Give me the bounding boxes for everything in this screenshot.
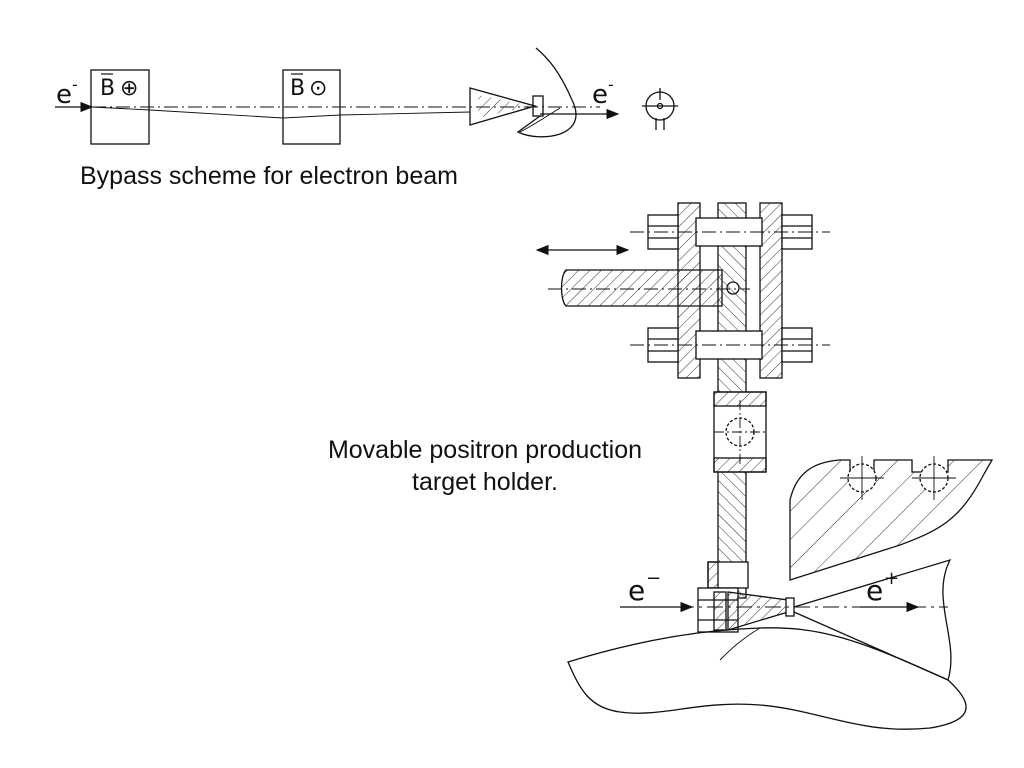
beam-in-label: e (56, 80, 72, 110)
holder-beam-in-sign: − (646, 568, 661, 589)
bearing (713, 391, 767, 473)
top-bolt (630, 214, 830, 250)
housing-block (789, 459, 994, 581)
frame-plate-left (677, 202, 701, 379)
bypass-caption: Bypass scheme for electron beam (80, 162, 458, 190)
target-holder-drawing: e − e + (535, 202, 994, 730)
beam-out-label: e (592, 80, 608, 110)
target (532, 95, 544, 117)
chamber-outline (567, 627, 967, 730)
holder-caption-line-2: target holder. (412, 468, 558, 496)
housing-bolt-holes (840, 456, 956, 500)
holder-target-cone (727, 591, 789, 631)
bypass-scheme: e - B ⊕ B ⊙ e - (55, 47, 678, 145)
bypass-trajectory (91, 106, 471, 119)
magnet-2-field-icon: ⊙ (309, 76, 327, 101)
holder-beam-out-label: e (866, 574, 883, 607)
emission-cone (516, 47, 577, 138)
magnet-1-field-icon: ⊕ (120, 76, 138, 101)
holder-caption-line-1: Movable positron production (327, 436, 643, 464)
beam-out-sign: - (608, 75, 614, 94)
magnet-2-label: B (290, 76, 305, 101)
frame-plate-right (759, 202, 783, 379)
holder-beam-in-label: e (628, 574, 645, 607)
target-cone (469, 87, 538, 126)
holder-caption: Movable positron production target holde… (300, 434, 670, 498)
holder-beam-out-sign: + (884, 568, 899, 589)
bottom-bolt (630, 327, 830, 363)
magnet-1-label: B (100, 76, 115, 101)
beam-in-sign: - (72, 75, 78, 94)
emission-envelope (793, 558, 952, 681)
beam-crosssection-icon (642, 88, 678, 130)
